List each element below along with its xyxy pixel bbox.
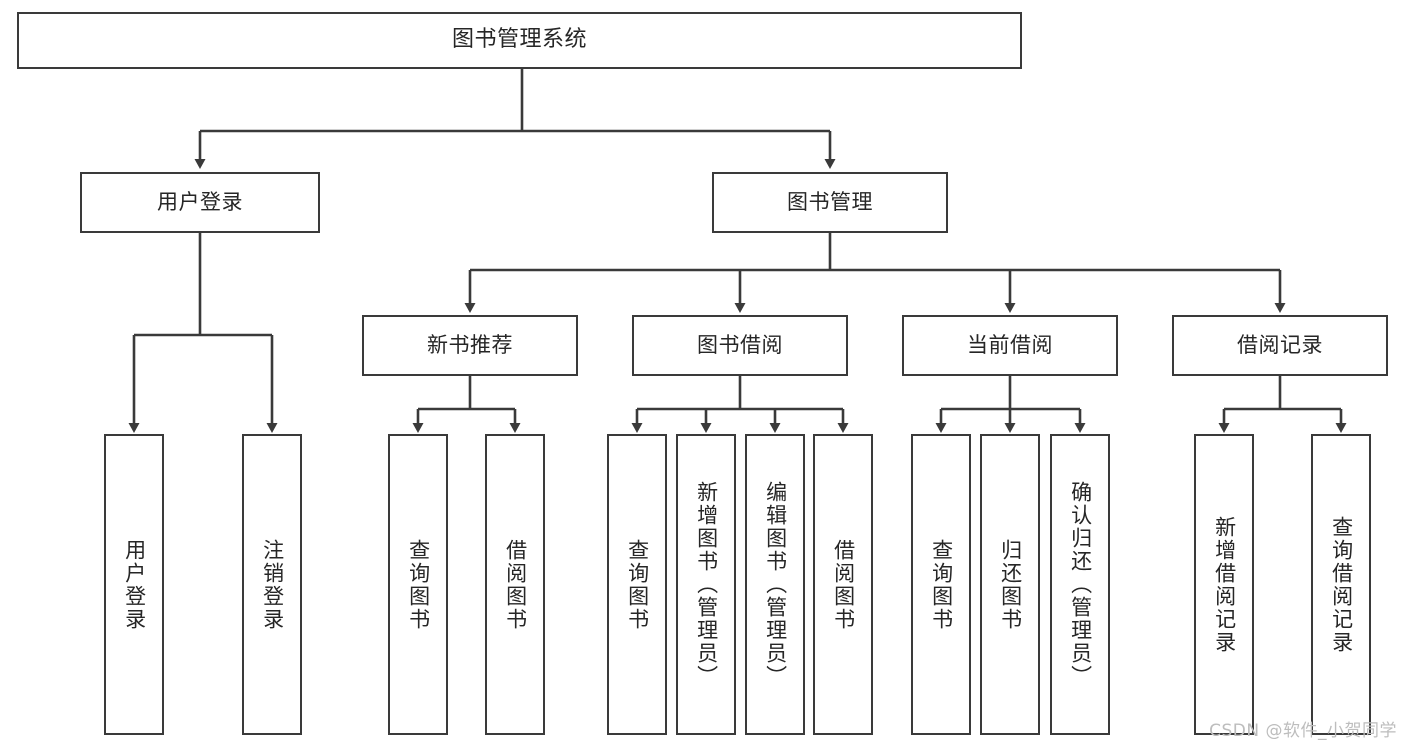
node-label: 新增借阅记录 <box>1212 515 1237 654</box>
node-label: 图书管理系统 <box>451 27 587 53</box>
node-label: 查询图书 <box>406 538 431 631</box>
leaf-user-login-signin[interactable]: 用户登录 <box>104 434 164 735</box>
node-book-management[interactable]: 图书管理 <box>712 172 948 233</box>
node-label: 编辑图书（管理员） <box>763 481 788 688</box>
leaf-current-query-book[interactable]: 查询图书 <box>911 434 971 735</box>
node-label: 当前借阅 <box>967 332 1053 357</box>
node-label: 用户登录 <box>157 189 243 214</box>
node-label: 注销登录 <box>260 538 285 631</box>
node-label: 查询图书 <box>929 538 954 631</box>
node-label: 查询借阅记录 <box>1329 515 1354 654</box>
node-label: 归还图书 <box>998 538 1023 631</box>
node-label: 新增图书（管理员） <box>694 481 719 688</box>
watermark: CSDN @软件_小贺同学 <box>1209 721 1397 741</box>
leaf-borrow-add-book-admin[interactable]: 新增图书（管理员） <box>676 434 736 735</box>
node-new-book-recommend[interactable]: 新书推荐 <box>362 315 578 376</box>
leaf-user-login-signout[interactable]: 注销登录 <box>242 434 302 735</box>
node-label: 借阅图书 <box>831 538 856 631</box>
node-user-login[interactable]: 用户登录 <box>80 172 320 233</box>
node-label: 图书管理 <box>787 189 873 214</box>
node-label: 新书推荐 <box>427 332 513 357</box>
node-label: 借阅图书 <box>503 538 528 631</box>
node-book-borrow[interactable]: 图书借阅 <box>632 315 848 376</box>
leaf-recommend-query-book[interactable]: 查询图书 <box>388 434 448 735</box>
node-label: 借阅记录 <box>1237 332 1323 357</box>
leaf-record-query-record[interactable]: 查询借阅记录 <box>1311 434 1371 735</box>
leaf-borrow-edit-book-admin[interactable]: 编辑图书（管理员） <box>745 434 805 735</box>
leaf-current-confirm-return-admin[interactable]: 确认归还（管理员） <box>1050 434 1110 735</box>
node-current-borrow[interactable]: 当前借阅 <box>902 315 1118 376</box>
node-label: 用户登录 <box>122 538 147 631</box>
node-label: 查询图书 <box>625 538 650 631</box>
node-root-system[interactable]: 图书管理系统 <box>17 12 1022 69</box>
node-label: 确认归还（管理员） <box>1068 481 1093 688</box>
node-borrow-record[interactable]: 借阅记录 <box>1172 315 1388 376</box>
leaf-recommend-borrow-book[interactable]: 借阅图书 <box>485 434 545 735</box>
leaf-current-return-book[interactable]: 归还图书 <box>980 434 1040 735</box>
node-label: 图书借阅 <box>697 332 783 357</box>
leaf-record-add-record[interactable]: 新增借阅记录 <box>1194 434 1254 735</box>
leaf-borrow-query-book[interactable]: 查询图书 <box>607 434 667 735</box>
leaf-borrow-borrow-book[interactable]: 借阅图书 <box>813 434 873 735</box>
